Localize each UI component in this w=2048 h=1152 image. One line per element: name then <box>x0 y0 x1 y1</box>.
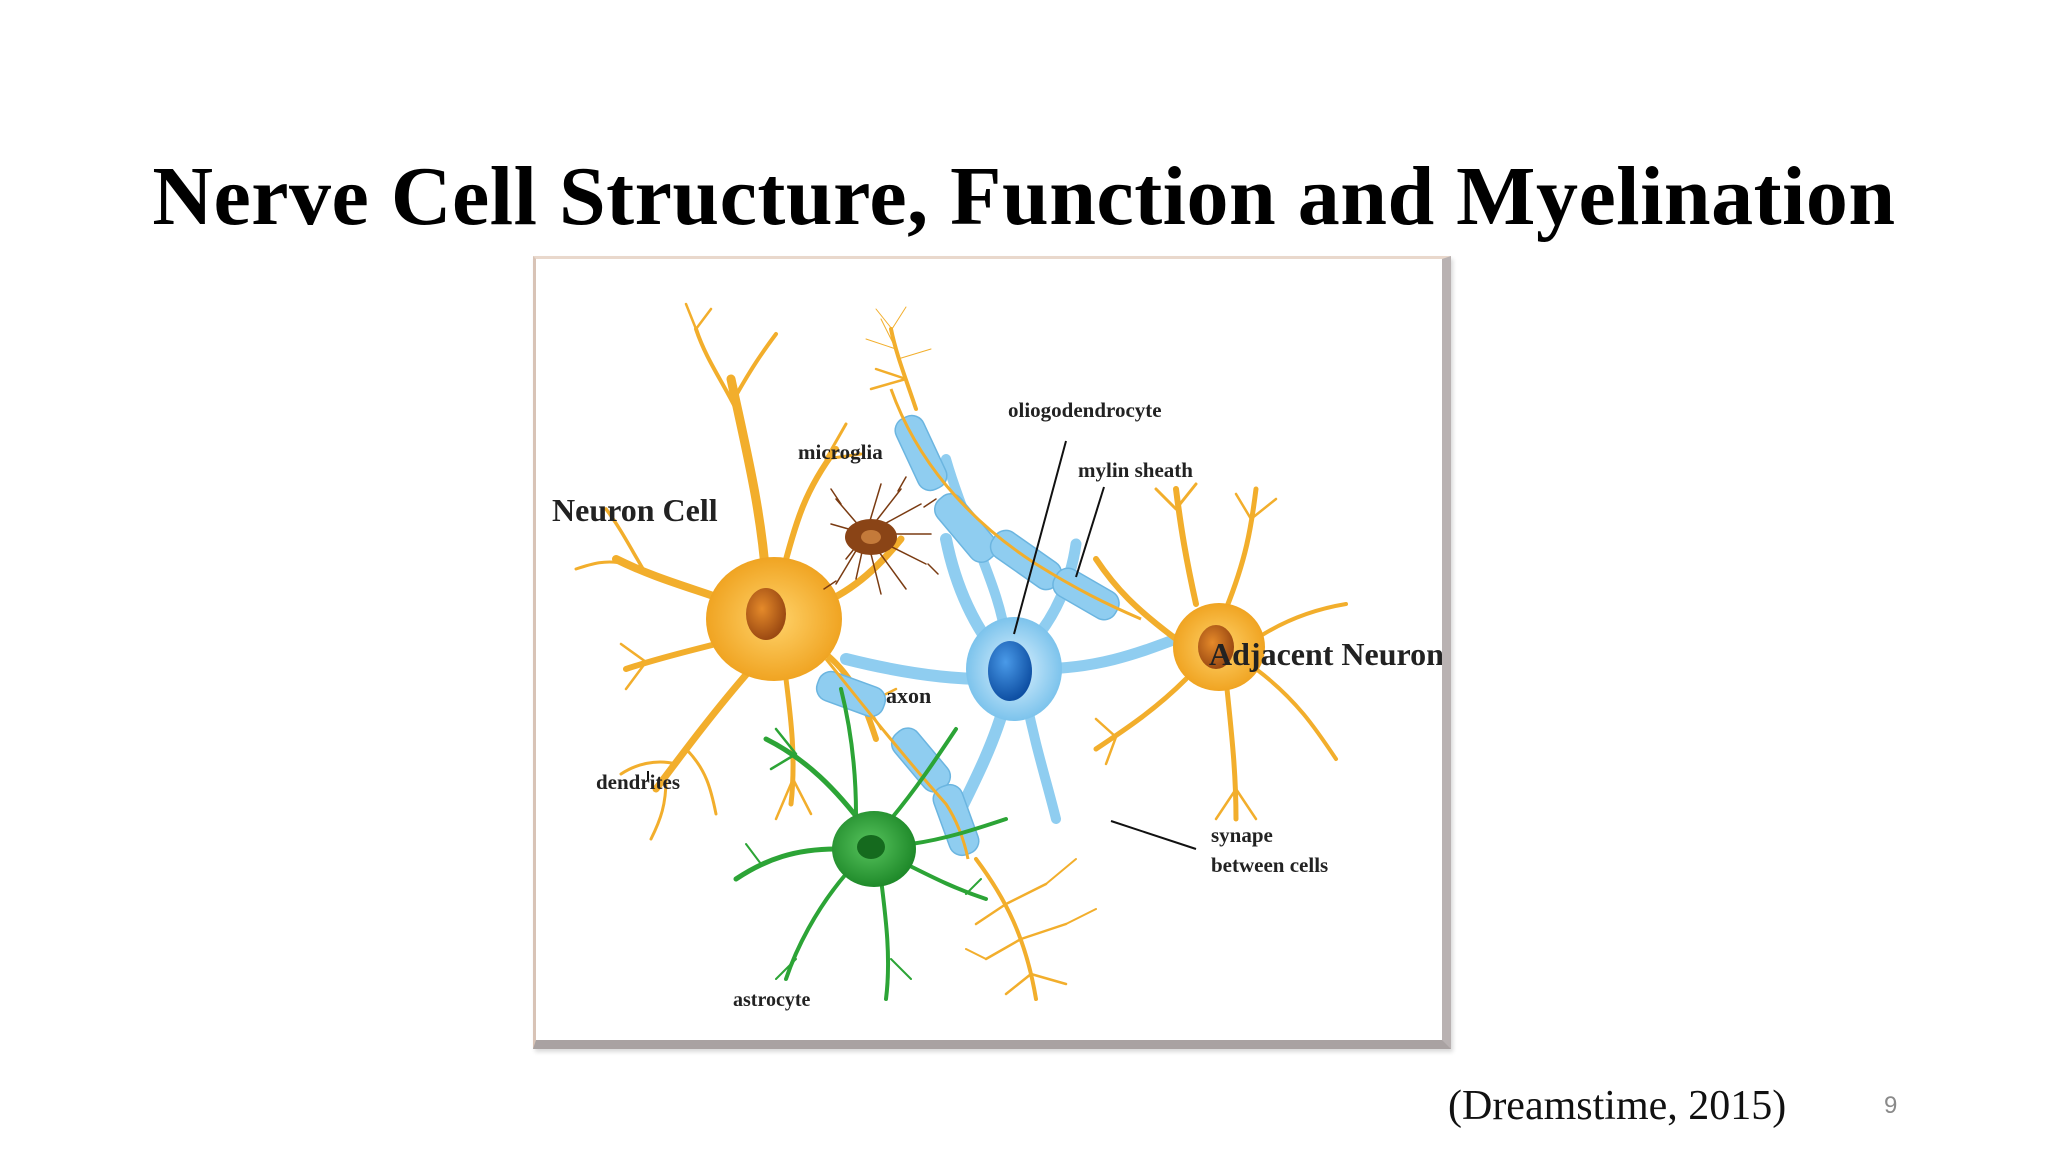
page-number: 9 <box>1884 1092 1898 1119</box>
label-dendrites: dendrites <box>596 770 680 794</box>
lower-dendrite-tree <box>965 857 1097 1001</box>
adjacent-neuron-nucleus <box>1198 625 1234 669</box>
label-leader-lines <box>647 440 1197 850</box>
upper-dendrite-tree <box>865 306 932 411</box>
label-microglia: microglia <box>798 440 883 464</box>
label-axon: axon <box>886 683 931 708</box>
oligodendrocyte-nucleus <box>988 641 1032 701</box>
astrocyte-cell <box>733 687 1008 1001</box>
label-myelin-sheath: mylin sheath <box>1078 458 1193 482</box>
slide-title: Nerve Cell Structure, Function and Myeli… <box>152 150 1896 243</box>
adjacent-neuron <box>1093 482 1348 822</box>
label-oligodendrocyte: oliogodendrocyte <box>1008 398 1162 422</box>
nerve-cell-diagram: Neuron Cell microglia oliogodendrocyte m… <box>552 302 1442 1011</box>
label-neuron-cell: Neuron Cell <box>552 492 718 528</box>
neuron-nucleus <box>746 588 786 640</box>
label-astrocyte: astrocyte <box>733 989 810 1011</box>
microglia-cell <box>823 476 939 595</box>
label-synapse-line1: synape <box>1211 823 1273 847</box>
label-adjacent-neuron: Adjacent Neuron <box>1209 636 1442 672</box>
citation: (Dreamstime, 2015) <box>1448 1083 1787 1129</box>
diagram-frame: Neuron Cell microglia oliogodendrocyte m… <box>533 256 1451 1049</box>
label-synapse-line2: between cells <box>1211 853 1328 877</box>
